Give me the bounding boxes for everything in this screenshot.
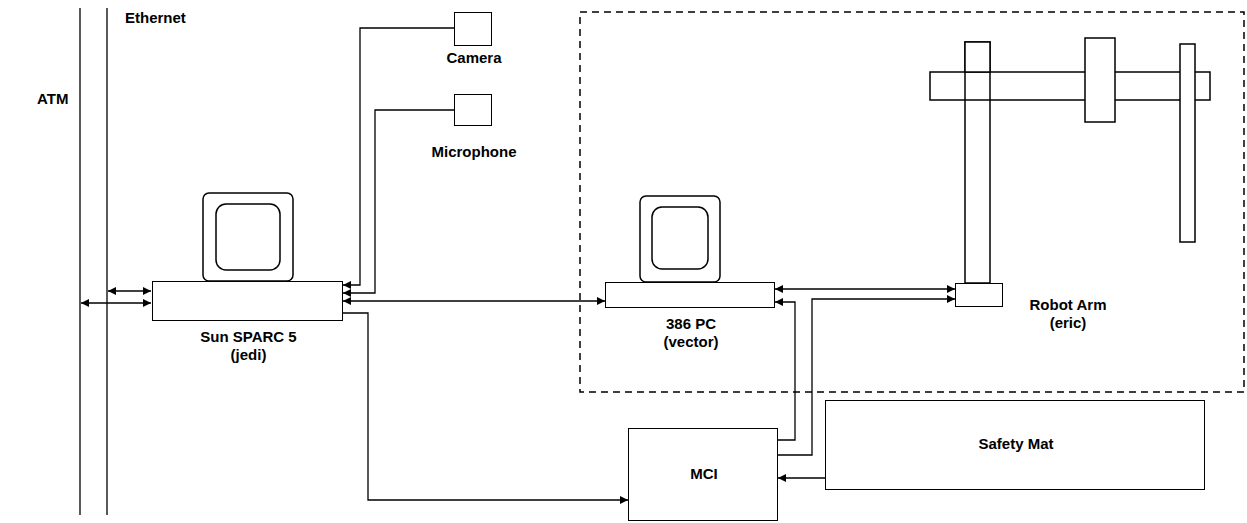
node-label: Camera xyxy=(404,49,544,67)
node-label: Robot Arm (eric) xyxy=(1018,296,1118,332)
dashed-region xyxy=(580,12,1244,392)
connector xyxy=(343,313,628,500)
node-label: Safety Mat xyxy=(978,435,1053,453)
safety-mat-box: Safety Mat xyxy=(825,400,1205,490)
microphone-box: Microphone xyxy=(454,94,492,126)
workstation-box: Sun SPARC 5 (jedi) xyxy=(152,281,343,321)
node-label: Microphone xyxy=(394,143,554,161)
connector xyxy=(775,288,955,289)
connector xyxy=(343,110,454,293)
connector xyxy=(775,302,795,440)
node-label: Sun SPARC 5 (jedi) xyxy=(193,328,305,364)
node-label: MCI xyxy=(690,465,718,483)
connector xyxy=(343,300,605,301)
pc-box: 386 PC (vector) xyxy=(605,282,775,308)
bus-label: Ethernet xyxy=(125,9,186,27)
connector xyxy=(778,477,825,478)
monitor-illustration xyxy=(203,193,720,282)
robot-arm-illustration xyxy=(930,38,1210,283)
camera-box: Camera xyxy=(454,12,492,46)
network-bus xyxy=(80,8,151,515)
robot-base-box: Robot Arm (eric) xyxy=(955,283,1003,307)
bus-label: ATM xyxy=(37,90,68,108)
node-label: 386 PC (vector) xyxy=(651,315,731,351)
connector xyxy=(778,299,955,455)
mci-box: MCI xyxy=(628,428,778,521)
